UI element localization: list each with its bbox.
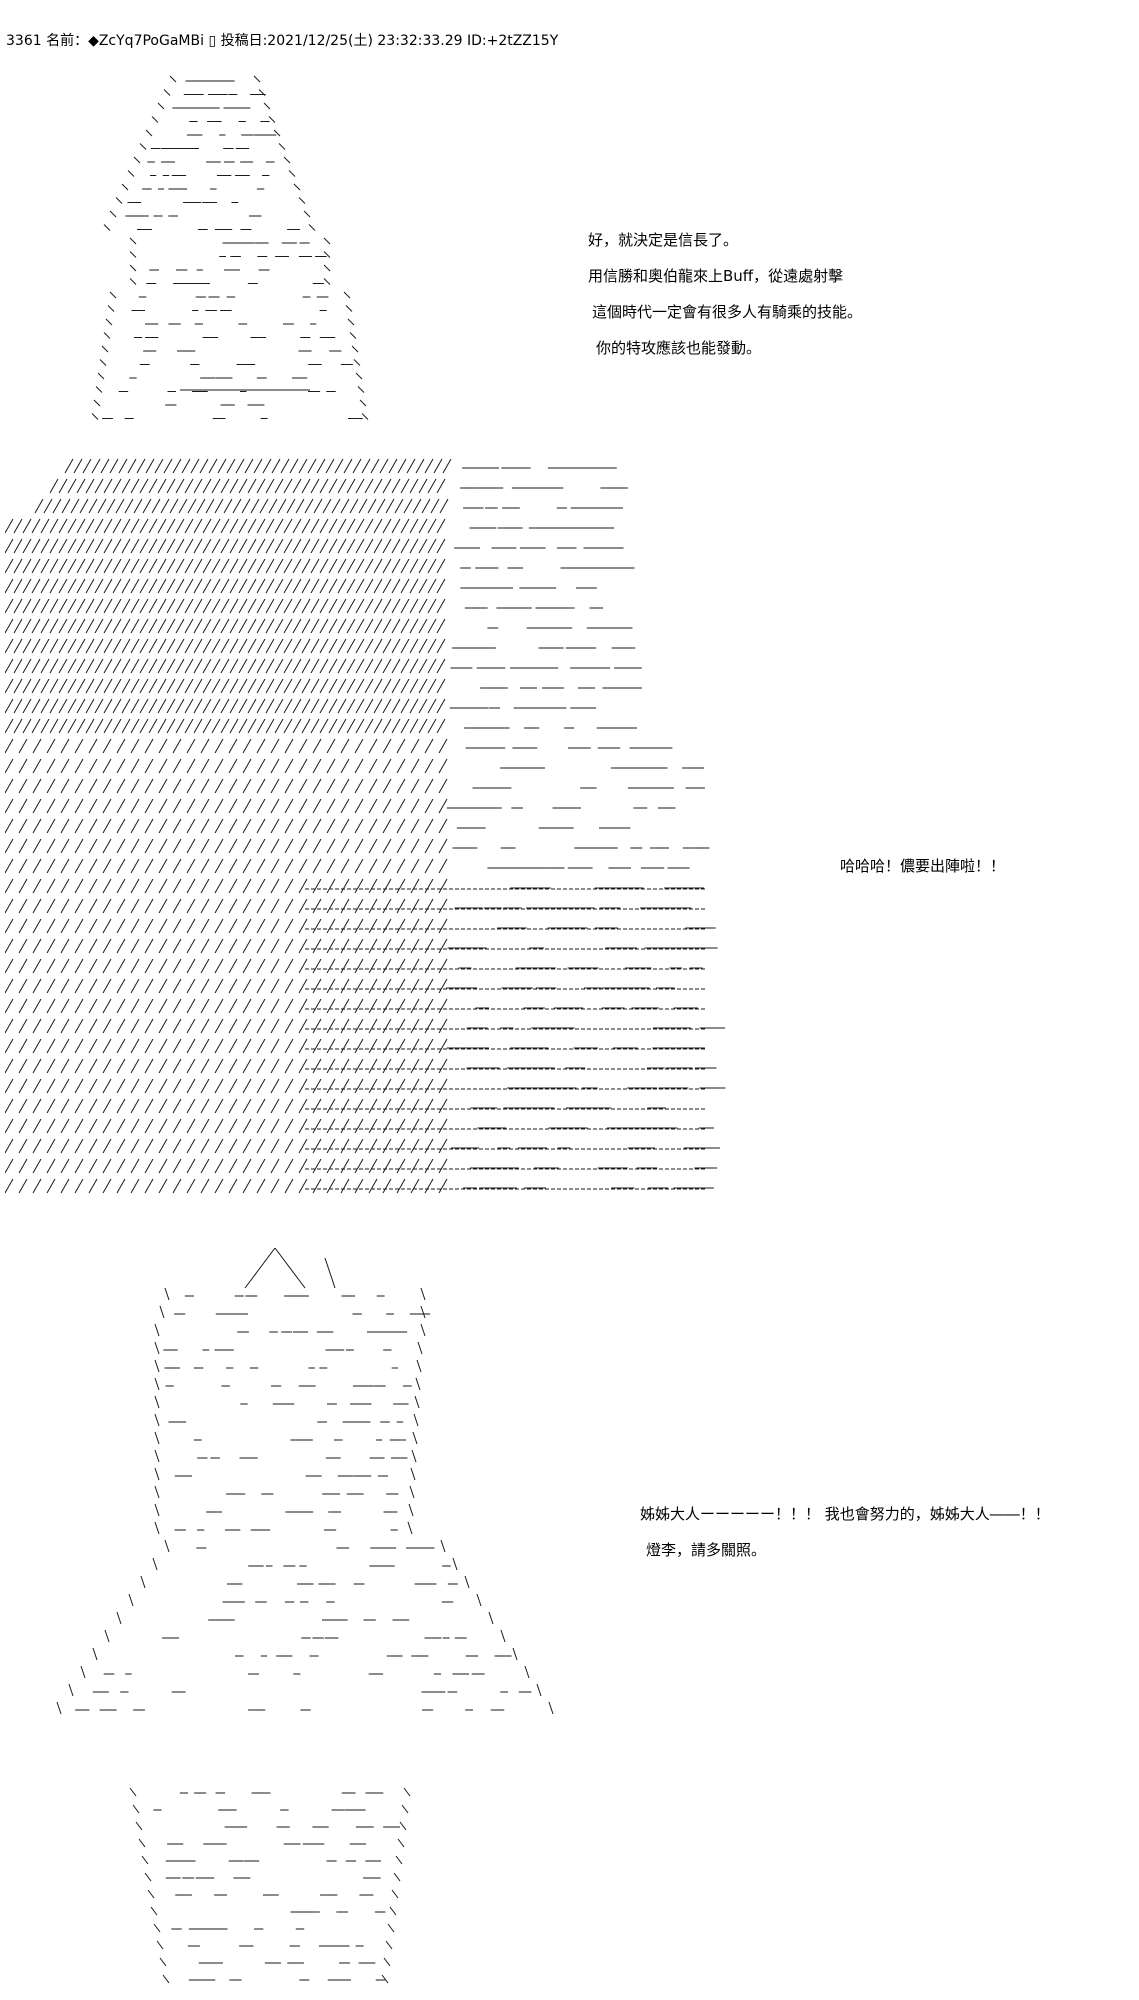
post-header: 3361 名前：◆ZcYq7PoGaMBi ▯ 投稿日:2021/12/25(土… [6, 33, 559, 49]
dialogue-line: 燈李，請多關照。 [646, 1541, 767, 1559]
dialogue-line: 哈哈哈！儂要出陣啦！！ [840, 857, 1006, 875]
dialogue-block-2: 哈哈哈！儂要出陣啦！！ [840, 848, 1005, 884]
ascii-art-figure-top [60, 70, 410, 430]
dialogue-block-1: 好，就決定是信長了。 用信勝和奧伯龍來上Buff，從遠處射擊 這個時代一定會有很… [588, 222, 862, 366]
dialogue-line: 好，就決定是信長了。 [588, 231, 739, 249]
dialogue-line: 這個時代一定會有很多人有騎乘的技能。 [592, 303, 863, 321]
ascii-art-figure-bottom-drawing [129, 1787, 411, 1984]
ascii-art-battle-scene [5, 455, 745, 1215]
ascii-art-figure-crowned [25, 1248, 725, 1728]
ascii-art-figure-bottom [120, 1782, 420, 2000]
ascii-art-figure-crowned-drawing [56, 1248, 554, 1715]
ascii-art-battle-scene-drawing [5, 458, 726, 1194]
dialogue-block-3: 姊姊大人ーーーーー！！！ 我也會努力的，姊姊大人――！！ 燈李，請多關照。 [640, 1496, 1050, 1568]
ascii-art-figure-top-drawing [91, 75, 369, 420]
dialogue-line: 用信勝和奧伯龍來上Buff，從遠處射擊 [588, 267, 844, 285]
dialogue-line: 姊姊大人ーーーーー！！！ 我也會努力的，姊姊大人――！！ [640, 1505, 1050, 1523]
dialogue-line: 你的特攻應該也能發動。 [596, 339, 762, 357]
